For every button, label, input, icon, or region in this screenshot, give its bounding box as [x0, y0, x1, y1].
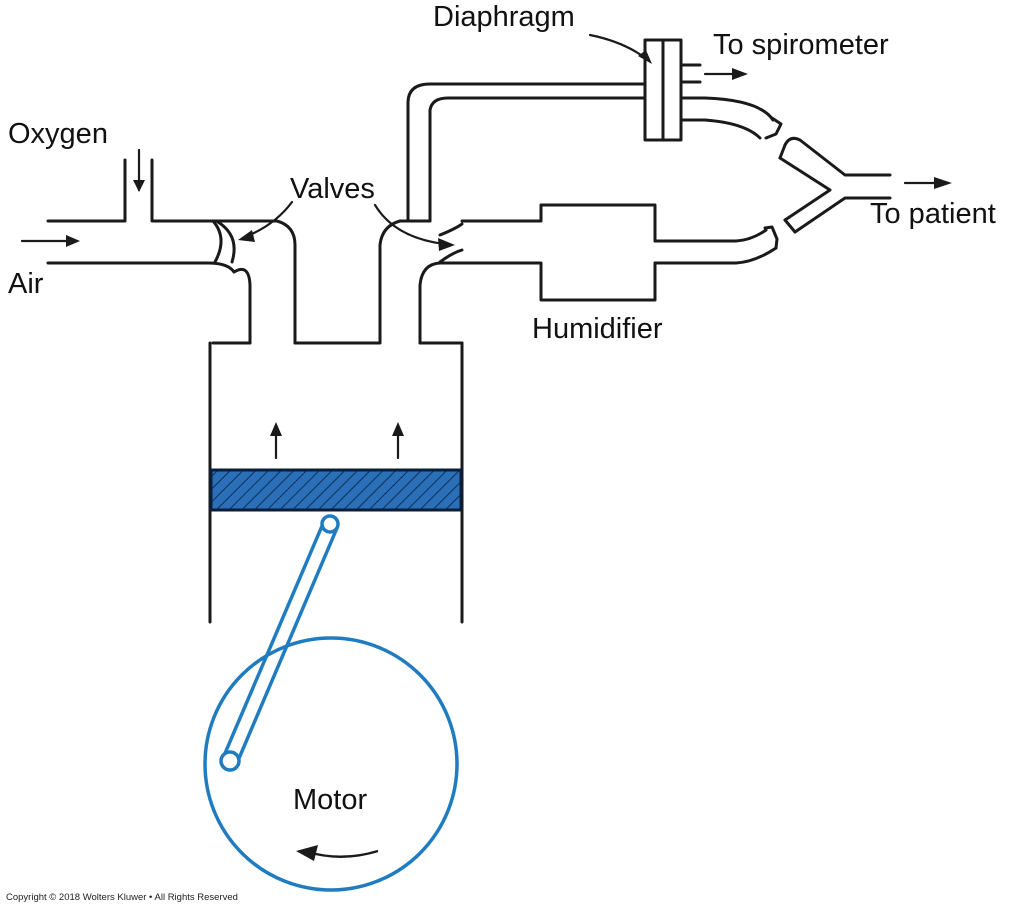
oxygen-arrow	[133, 148, 145, 192]
motor-wheel	[203, 636, 459, 892]
label-motor: Motor	[293, 784, 368, 816]
label-oxygen: Oxygen	[8, 118, 108, 150]
label-air: Air	[8, 268, 44, 300]
air-arrow	[20, 235, 80, 247]
label-diaphragm: Diaphragm	[433, 1, 575, 33]
spirometer-arrow	[703, 68, 748, 80]
rotation-arrow	[307, 849, 379, 858]
inlet-pipe	[46, 158, 252, 345]
y-connector	[778, 136, 892, 234]
rod-crank-pin	[219, 750, 241, 772]
label-to-patient: To patient	[870, 198, 996, 230]
humidifier	[460, 203, 779, 302]
outlet-valve	[438, 222, 464, 264]
motor-assembly	[203, 514, 459, 892]
label-valves: Valves	[290, 173, 375, 205]
piston-up-arrows	[270, 422, 404, 460]
piston	[209, 468, 463, 512]
diaphragm-housing	[643, 38, 783, 142]
spirometer-line	[406, 82, 647, 223]
diaphragm-pointer	[588, 33, 652, 64]
copyright-notice: Copyright © 2018 Wolters Kluwer • All Ri…	[6, 892, 238, 903]
label-humidifier: Humidifier	[532, 313, 663, 345]
rod-top-pin	[320, 514, 340, 534]
patient-arrow	[903, 177, 952, 189]
valve-chamber	[211, 219, 542, 345]
label-to-spirometer: To spirometer	[713, 29, 889, 61]
valves-pointers	[238, 200, 455, 251]
